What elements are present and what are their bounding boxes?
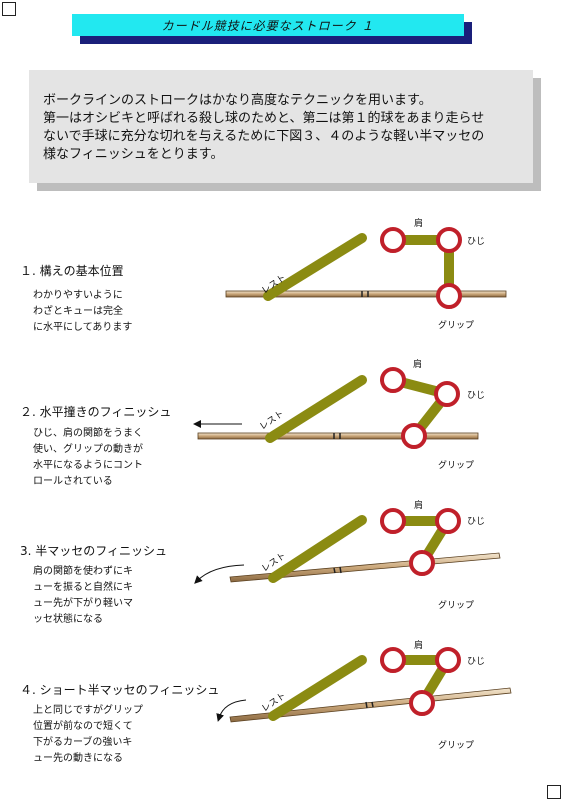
direction-arrow bbox=[216, 699, 247, 722]
elbow-joint bbox=[435, 508, 461, 534]
grip-label: グリップ bbox=[438, 599, 474, 611]
step-1-description: わかりやすいようにわざとキューは完全に水平にしてあります bbox=[33, 290, 133, 333]
corner-checkbox-bottom-right bbox=[547, 785, 561, 799]
grip-joint bbox=[409, 690, 435, 716]
shoulder-joint bbox=[380, 367, 406, 393]
step-1-title: １. 構えの基本位置 bbox=[20, 264, 124, 278]
elbow-label: ひじ bbox=[467, 516, 485, 527]
cue-marker bbox=[371, 701, 374, 708]
page-title: カードル競技に必要なストローク １ bbox=[72, 14, 464, 36]
shoulder-label: 肩 bbox=[414, 499, 423, 511]
step-2-title: ２. 水平撞きのフィニッシュ bbox=[20, 405, 172, 419]
grip-joint bbox=[409, 550, 435, 576]
grip-label: グリップ bbox=[438, 739, 474, 751]
grip-label: グリップ bbox=[438, 459, 474, 471]
intro-line: 様なフィニッシュをとります。 bbox=[43, 147, 224, 162]
step-3-description: 肩の関節を使わずにキューを振ると自然にキュー先が下がり軽いマッセ状態になる bbox=[33, 566, 133, 625]
cue-marker bbox=[333, 567, 336, 574]
corner-checkbox-top-left bbox=[2, 2, 16, 16]
diagram-1: レスト 肩 ひじ グリップ bbox=[225, 217, 507, 331]
shoulder-joint bbox=[380, 227, 406, 253]
cue-stick bbox=[225, 290, 507, 298]
elbow-joint bbox=[435, 647, 461, 673]
shoulder-joint bbox=[380, 508, 406, 534]
intro-line: ボークラインのストロークはかなり高度なテクニックを用います。 bbox=[43, 93, 432, 108]
elbow-label: ひじ bbox=[467, 236, 485, 247]
shoulder-label: 肩 bbox=[414, 639, 423, 651]
elbow-label: ひじ bbox=[467, 390, 485, 401]
diagram-3: レスト 肩 ひじ グリップ bbox=[194, 499, 501, 611]
cue-marker bbox=[365, 701, 368, 709]
intro-line: 第一はオシビキと呼ばれる殺し球のためと、第二は第１的球をあまり走らせ bbox=[43, 111, 485, 126]
step-4-description: 上と同じですがグリップ位置が前なので短くて下がるカーブの強いキュー先の動きになる bbox=[33, 705, 143, 764]
elbow-joint bbox=[434, 381, 460, 407]
elbow-label: ひじ bbox=[467, 656, 485, 667]
rest-arm bbox=[268, 515, 367, 583]
rest-arm bbox=[265, 375, 367, 443]
step-4-title: ４. ショート半マッセのフィニッシュ bbox=[20, 683, 220, 697]
elbow-joint bbox=[436, 227, 462, 253]
rest-arm bbox=[263, 233, 367, 301]
intro-line: ないで手球に充分な切れを与えるために下図３、４のような軽い半マッセの bbox=[43, 129, 485, 144]
rest-arm bbox=[268, 655, 367, 721]
step-2-description: ひじ、肩の関節をうまく使い、グリップの動きが水平になるようにコントロールされてい… bbox=[33, 428, 143, 487]
diagram-2: レスト 肩 ひじ グリップ bbox=[193, 358, 485, 471]
diagram-4: レスト 肩 ひじ グリップ bbox=[216, 639, 512, 751]
intro-text-box: ボークラインのストロークはかなり高度なテクニックを用います。 第一はオシビキと呼… bbox=[29, 70, 533, 183]
shoulder-label: 肩 bbox=[414, 217, 423, 229]
grip-joint bbox=[401, 423, 427, 449]
shoulder-label: 肩 bbox=[413, 358, 422, 370]
shoulder-joint bbox=[380, 647, 406, 673]
grip-joint bbox=[436, 283, 462, 309]
cue-marker bbox=[339, 566, 342, 574]
cue-stick bbox=[197, 432, 479, 440]
grip-label: グリップ bbox=[438, 319, 474, 331]
direction-arrow bbox=[194, 564, 245, 584]
step-3-title: 3. 半マッセのフィニッシュ bbox=[20, 544, 168, 558]
